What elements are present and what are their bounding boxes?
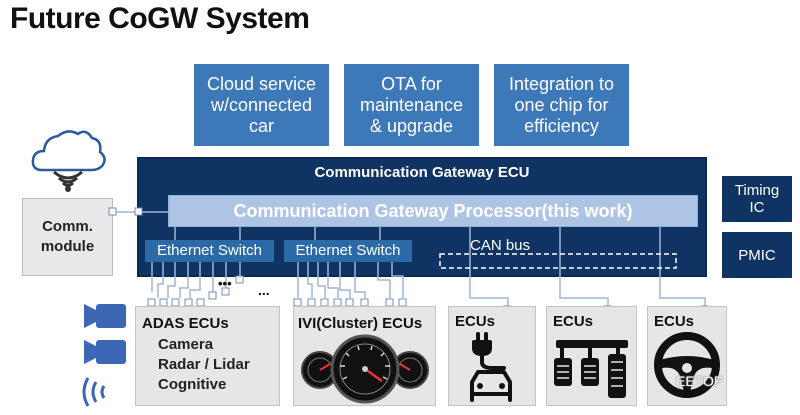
ecus-label-1: ECUs <box>455 313 496 330</box>
ecus-label-2: ECUs <box>553 313 594 330</box>
ethernet-switch-2: Ethernet Switch <box>284 240 412 262</box>
ivi-ecus-title: IVI(Cluster) ECUs <box>298 315 423 332</box>
signal-icon <box>53 170 83 192</box>
can-bus-label: CAN bus <box>470 237 531 254</box>
ota-box: OTA for maintenance & upgrade <box>344 64 479 146</box>
camera-icon-2 <box>96 340 126 364</box>
radar-icon <box>82 377 106 407</box>
adas-item-radar: Radar / Lidar <box>158 356 250 373</box>
ev-car-icon <box>470 332 512 402</box>
integration-box: Integration to one chip for efficiency <box>494 64 629 146</box>
ellipsis-2: ... <box>258 282 270 298</box>
page-title: Future CoGW System <box>10 2 310 35</box>
adas-item-cognitive: Cognitive <box>158 376 227 393</box>
watermark: EETOP <box>676 373 724 389</box>
camera-icon <box>96 304 126 328</box>
adas-item-camera: Camera <box>158 336 214 353</box>
gateway-processor: Communication Gateway Processor(this wor… <box>168 195 698 227</box>
pedals-icon <box>554 340 628 398</box>
pmic-box: PMIC <box>722 232 792 278</box>
steering-wheel-icon <box>654 332 720 398</box>
sensor-icons <box>82 304 126 407</box>
ecus-box-ev <box>448 306 536 406</box>
ecus-label-3: ECUs <box>654 313 695 330</box>
gateway-ecu-label: Communication Gateway ECU <box>314 164 530 181</box>
adas-ecus-box <box>135 306 280 406</box>
ellipsis-1: ••• <box>218 276 232 291</box>
timing-ic-box: Timing IC <box>722 176 792 222</box>
cloud-service-box: Cloud service w/connected car <box>194 64 329 146</box>
comm-module-box: Comm. module <box>22 198 113 276</box>
gauge-cluster-icon <box>301 334 429 404</box>
cloud-icon <box>31 130 106 172</box>
adas-ecus-title: ADAS ECUs <box>142 315 229 332</box>
ethernet-switch-1: Ethernet Switch <box>145 240 274 262</box>
